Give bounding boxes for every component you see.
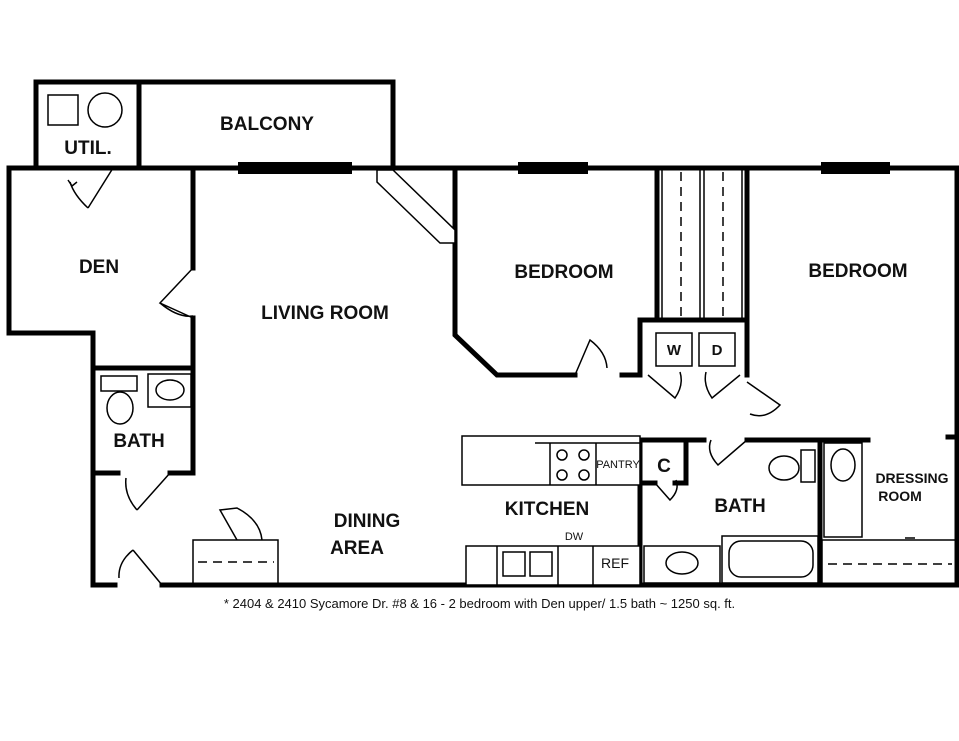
burner-icon — [556, 469, 568, 481]
windows — [238, 162, 890, 174]
burner-icon — [578, 469, 590, 481]
closet-label: C — [657, 456, 671, 477]
den-label: DEN — [79, 257, 119, 278]
util-label: UTIL. — [64, 138, 112, 159]
bedroom-right-label: BEDROOM — [808, 261, 907, 282]
living-room-label: LIVING ROOM — [261, 303, 389, 324]
toilet-tank-icon — [100, 375, 138, 392]
dishwasher-label: DW — [565, 531, 584, 543]
bedroom-left-label: BEDROOM — [514, 262, 613, 283]
balcony-label: BALCONY — [220, 114, 314, 135]
bathtub-basin-icon — [728, 540, 814, 578]
toilet-icon — [768, 455, 800, 481]
kitchen-sink-icon — [529, 551, 553, 577]
util-dryer-icon — [87, 92, 123, 128]
pantry-label: PANTRY — [596, 459, 640, 471]
fixtures — [47, 92, 958, 586]
bath-right-label: BATH — [714, 496, 765, 517]
dryer-label: D — [712, 342, 723, 359]
burner-icon — [556, 449, 568, 461]
doors — [67, 167, 782, 586]
floor-plan-caption: * 2404 & 2410 Sycamore Dr. #8 & 16 - 2 b… — [223, 596, 736, 611]
bath-left-label: BATH — [113, 431, 164, 452]
dining-area-label-line1: DINING — [334, 511, 401, 532]
dressing-room-label-line2: ROOM — [878, 488, 922, 504]
kitchen-sink-icon — [502, 551, 526, 577]
dressing-room-label-line1: DRESSING — [875, 470, 948, 486]
dining-area-label-line2: AREA — [330, 538, 384, 559]
sink-icon — [665, 551, 699, 575]
bedroom-closets — [661, 167, 743, 321]
kitchen-label: KITCHEN — [505, 499, 589, 520]
dryer-icon — [698, 332, 736, 367]
sink-icon — [155, 379, 185, 401]
util-washer-icon — [47, 94, 79, 126]
kitchen-counter — [461, 435, 641, 486]
burner-icon — [578, 449, 590, 461]
washer-icon — [655, 332, 693, 367]
washer-label: W — [667, 342, 682, 359]
room-labels: UTIL. BALCONY DEN LIVING ROOM BEDROOM BE… — [64, 114, 948, 571]
walls — [6, 79, 959, 588]
toilet-icon — [106, 391, 134, 425]
toilet-tank-icon — [800, 449, 816, 483]
refrigerator-label: REF — [601, 555, 629, 571]
sink-icon — [830, 448, 856, 482]
